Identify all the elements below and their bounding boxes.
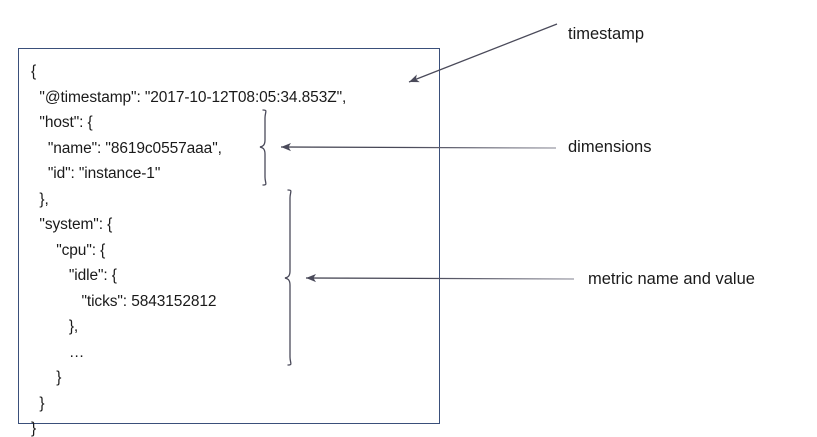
annotation-label-dimensions: dimensions — [568, 138, 652, 156]
code-line-ticks: "ticks": 5843152812 — [31, 292, 217, 310]
code-line: { — [31, 63, 37, 80]
code-line-cpu-open: "cpu": { — [31, 241, 106, 259]
code-line-host-close: }, — [31, 190, 49, 208]
annotation-label-metric: metric name and value — [588, 270, 755, 288]
code-line-host-name: "name": "8619c0557aaa", — [31, 139, 222, 157]
json-code-block: { "@timestamp": "2017-10-12T08:05:34.853… — [31, 59, 346, 437]
metric-json-document-panel: { "@timestamp": "2017-10-12T08:05:34.853… — [18, 48, 440, 437]
code-line-cpu-close: } — [31, 369, 62, 386]
code-line-timestamp: "@timestamp": "2017-10-12T08:05:34.853Z"… — [31, 88, 347, 106]
code-line-root-close: } — [31, 420, 37, 437]
code-line-host-open: "host": { — [31, 114, 93, 131]
code-line-ellipsis: … — [31, 343, 85, 361]
code-line-host-id: "id": "instance-1" — [31, 165, 161, 182]
code-line-idle-close: }, — [31, 318, 79, 335]
annotation-label-timestamp: timestamp — [568, 25, 645, 43]
code-line-system-open: "system": { — [31, 216, 113, 233]
code-line-system-close: } — [31, 394, 45, 412]
code-line-idle-open: "idle": { — [31, 267, 117, 284]
